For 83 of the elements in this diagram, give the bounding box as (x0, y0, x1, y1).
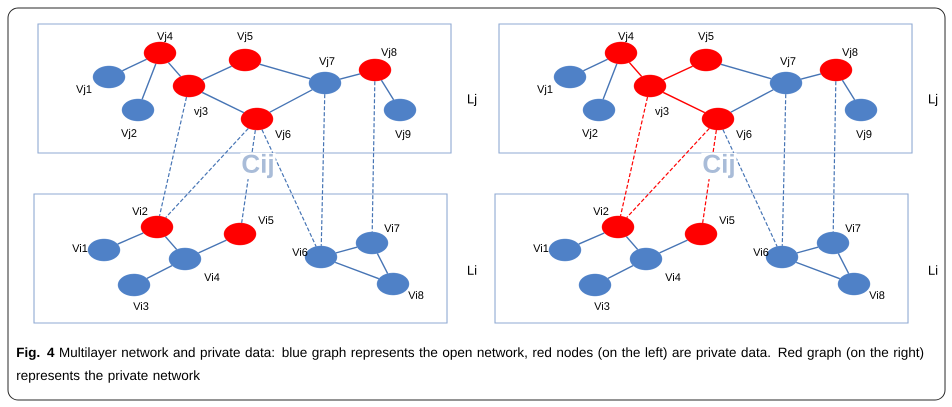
node-label: Vi7 (384, 224, 400, 232)
dashed-connector (782, 94, 786, 246)
dashed-connector (372, 81, 376, 232)
connector-line (164, 236, 178, 250)
connector-line (142, 64, 156, 100)
layer-label: Lj (468, 94, 476, 106)
node-label: Vj8 (381, 48, 396, 58)
dashed-connector (320, 94, 326, 246)
connector-line (842, 80, 856, 100)
node-label: Vj9 (395, 130, 410, 140)
node-label: Vj2 (121, 128, 136, 140)
node-label: Vj5 (698, 32, 714, 42)
layer-link-label: Cij (701, 152, 737, 180)
connector-line (628, 62, 642, 77)
connector-line (796, 246, 818, 254)
node-label: Vj9 (856, 130, 872, 140)
connector-line (730, 89, 774, 113)
connector-line (720, 64, 772, 80)
connector-line (663, 66, 693, 80)
layer-label: Li (468, 265, 476, 275)
dashed-connector (261, 129, 317, 247)
node-label: Vj6 (275, 130, 290, 140)
node-label: Vj7 (319, 56, 334, 68)
node-label: Vi4 (204, 273, 220, 281)
node-label: Vi2 (132, 207, 148, 215)
connector-line (335, 262, 380, 280)
node-label: Vj2 (582, 128, 598, 140)
connector-line (578, 232, 605, 245)
node-label: Vj4 (157, 32, 173, 42)
connector-line (336, 246, 358, 254)
node-label: vj3 (194, 106, 208, 118)
node-label: Vi6 (753, 248, 768, 256)
connector-line (198, 240, 227, 254)
node-label: Vi1 (533, 244, 548, 252)
connector-line (838, 253, 850, 274)
node-label: Vi3 (594, 302, 610, 310)
dashed-connector (626, 128, 710, 218)
node-label: Vj5 (237, 32, 252, 42)
connector-line (202, 92, 244, 114)
node-label: Vi7 (845, 224, 860, 232)
connector-line (122, 58, 147, 72)
connector-line (801, 73, 822, 80)
connector-line (376, 253, 388, 274)
connector-line (380, 80, 394, 100)
connector-line (168, 62, 182, 77)
node-label: Vi5 (258, 216, 274, 224)
node-label: Vj1 (76, 84, 92, 96)
dashed-connector (158, 96, 188, 216)
connector-line (583, 58, 608, 72)
figure-caption: Fig. 4 Multilayer network and private data: blue graph represents the open network, red nodes (on the left) are private data. Red graph (on the right) represents the private network (17, 347, 924, 383)
connector-line (602, 64, 618, 100)
layer-label: Li (929, 265, 938, 275)
connector-line (117, 232, 144, 245)
connector-line (608, 265, 634, 279)
node-label: Vj6 (736, 130, 752, 140)
node-label: Vi1 (72, 244, 88, 252)
layer-link-label: Cij (240, 152, 276, 180)
node-label: Vj7 (780, 56, 796, 68)
dashed-connector (165, 128, 249, 218)
connector-line (659, 240, 688, 254)
node-label: Vi8 (408, 290, 424, 300)
dashed-connector (722, 129, 778, 247)
node-label: Vi6 (292, 248, 308, 256)
layer-label: Lj (929, 94, 938, 106)
node-label: Vi2 (593, 207, 608, 215)
node-label: vj3 (655, 106, 669, 118)
connector-line (662, 92, 706, 114)
node-label: Vi4 (665, 273, 681, 281)
dashed-connector (832, 81, 836, 232)
connector-line (270, 89, 312, 113)
dashed-connector (620, 96, 648, 216)
connector-line (202, 66, 232, 80)
connector-line (796, 262, 840, 280)
node-label: Vi3 (133, 302, 148, 310)
node-label: Vi5 (719, 216, 734, 224)
connector-line (626, 236, 638, 250)
node-label: Vj1 (537, 84, 552, 96)
node-label: Vj8 (842, 48, 858, 58)
connector-line (146, 265, 172, 279)
node-label: Vj4 (618, 32, 634, 42)
connector-line (340, 73, 360, 80)
node-label: Vi8 (869, 290, 884, 300)
connector-line (260, 64, 310, 80)
